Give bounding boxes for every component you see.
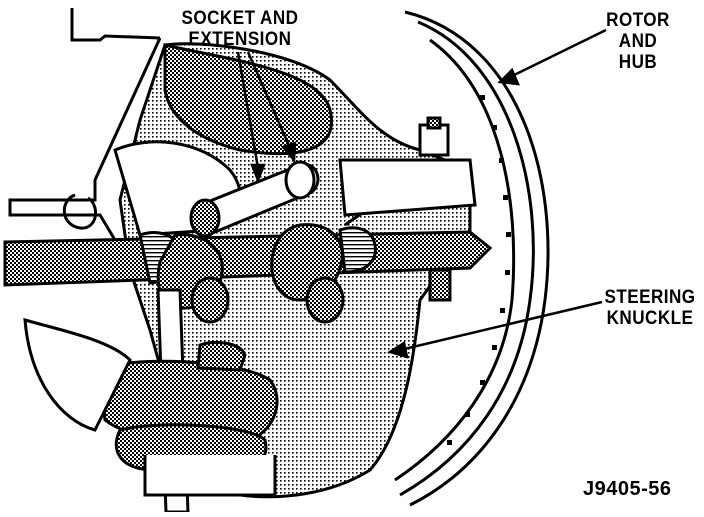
label-rotor-line2: AND (618, 31, 658, 52)
leader-lines (236, 28, 607, 359)
frame-bracket (8, 8, 162, 241)
knuckle-face (338, 158, 477, 217)
label-steering-knuckle: STEERING KNUCKLE (603, 287, 697, 329)
upper-arm (163, 43, 333, 156)
rotor-vent-slots (447, 95, 511, 445)
socket-extension-tool (189, 160, 320, 238)
label-knuckle-line1: STEERING (604, 287, 696, 308)
figure-id: J9405-56 (583, 478, 672, 500)
label-socket-line1: SOCKET AND (181, 8, 299, 29)
label-rotor-line3: HUB (618, 52, 658, 73)
label-rotor-and-hub: ROTOR AND HUB (602, 10, 674, 73)
lower-arm (23, 317, 132, 432)
label-socket-and-extension: SOCKET AND EXTENSION (177, 8, 303, 50)
label-rotor-line1: ROTOR (606, 10, 670, 31)
label-knuckle-line2: KNUCKLE (606, 308, 694, 329)
lower-boot (98, 341, 279, 497)
rotor-disc (394, 10, 550, 507)
ball-joint-nuts (190, 268, 452, 324)
label-socket-line2: EXTENSION (188, 29, 292, 50)
